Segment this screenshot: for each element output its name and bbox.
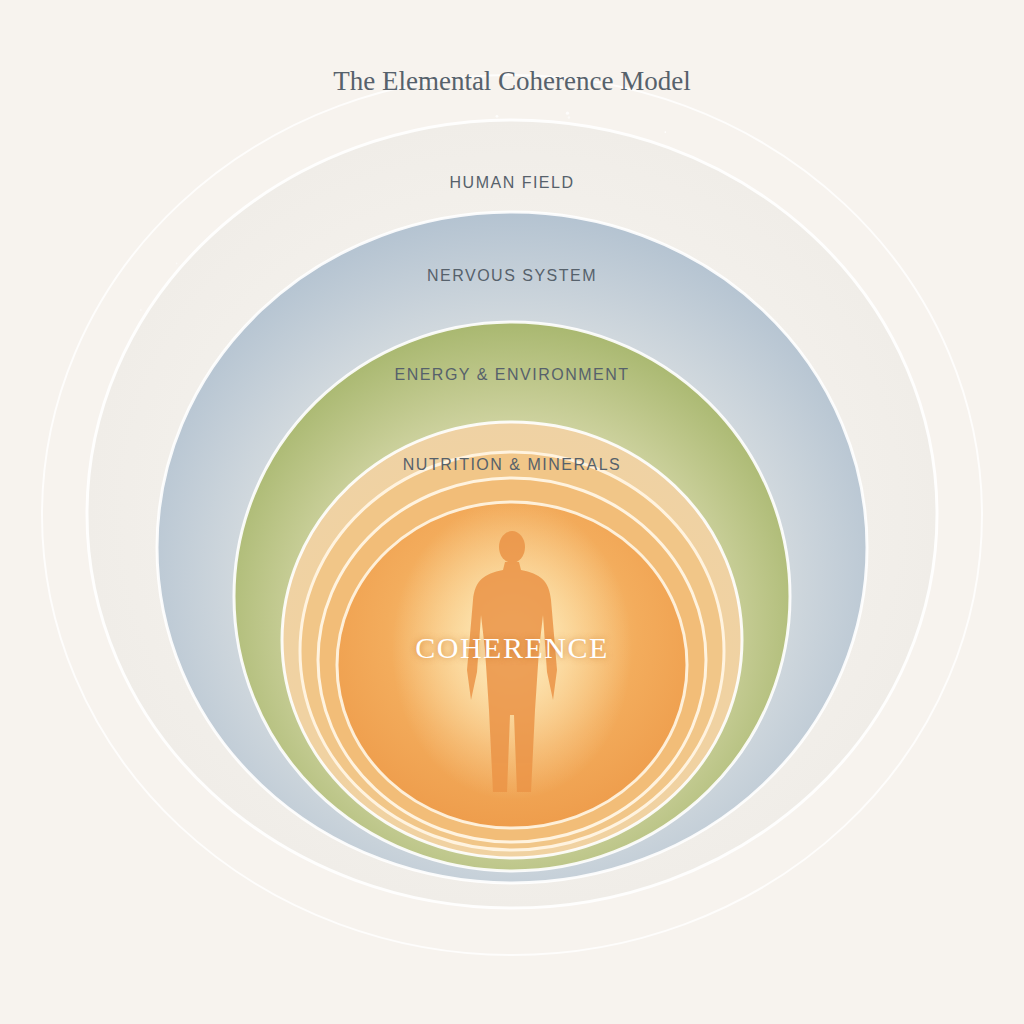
sparkle <box>566 112 569 115</box>
outer-ring <box>42 75 982 955</box>
ring-fill <box>234 322 790 871</box>
ellipse-outline <box>335 500 689 830</box>
sparkle <box>496 115 499 118</box>
inner-ring <box>300 452 724 850</box>
energy-ring: COHERENCE NUTRITION & MINERALS ENERGY & EN… <box>232 320 792 873</box>
inner-ring <box>318 478 706 842</box>
core-glow <box>392 500 632 800</box>
ring-label: ENERGY & ENVIRONMENT <box>394 366 629 384</box>
figure-head <box>499 531 525 563</box>
ring-label: HUMAN FIELD <box>450 174 575 192</box>
ring-fill <box>87 120 937 908</box>
sparkle <box>140 309 142 311</box>
field-ring: COHERENCE NUTRITION & MINERALS ENERGY & EN… <box>85 118 939 910</box>
ring-fill <box>282 422 742 858</box>
ring-label: NERVOUS SYSTEM <box>427 267 597 285</box>
sparkle <box>664 131 666 133</box>
sparkle <box>568 116 571 119</box>
coherence-core: COHERENCE <box>335 500 689 830</box>
nutrition-ring: COHERENCE NUTRITION & MINERALS <box>280 420 744 860</box>
ring-fill <box>157 212 867 883</box>
core-label: COHERENCE <box>415 631 609 665</box>
sparkle <box>176 263 178 265</box>
figure-body <box>467 562 557 792</box>
ring-label: NUTRITION & MINERALS <box>403 456 621 474</box>
nervous-ring: COHERENCE NUTRITION & MINERALS ENERGY & EN… <box>155 210 869 885</box>
diagram-title: The Elemental Coherence Model <box>0 66 1024 97</box>
